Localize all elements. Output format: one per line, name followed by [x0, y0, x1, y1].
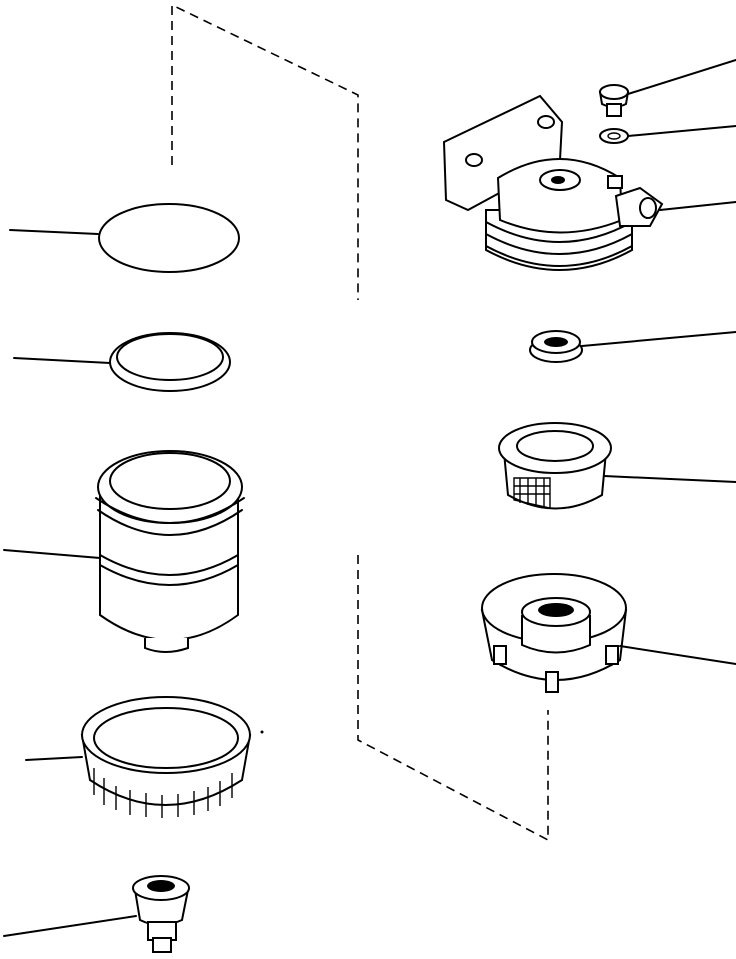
- alignment-lines-left: [171, 3, 359, 300]
- vent-plug: [598, 59, 736, 117]
- leader-line: [9, 229, 99, 235]
- leader-line: [13, 357, 111, 364]
- leader-line: [581, 331, 736, 347]
- bowl-cap: [480, 573, 736, 693]
- leader-line: [25, 756, 83, 761]
- leader-line: [659, 201, 736, 211]
- washer: [599, 125, 736, 144]
- filter-cartridge: [3, 450, 245, 653]
- stray-mark: [260, 730, 264, 734]
- strainer: [498, 422, 736, 510]
- filter-head: [442, 94, 736, 271]
- leader-line: [603, 475, 736, 483]
- grommet: [529, 330, 736, 363]
- leader-line: [3, 549, 101, 559]
- alignment-lines-right: [357, 555, 549, 842]
- leader-line: [627, 125, 736, 137]
- drain-valve: [3, 875, 190, 953]
- o-ring-large: [9, 203, 240, 273]
- leader-line: [627, 59, 736, 95]
- leader-line: [619, 645, 736, 665]
- leader-line: [3, 915, 137, 937]
- retaining-ring-nut: [25, 696, 252, 818]
- seal-ring: [13, 332, 231, 392]
